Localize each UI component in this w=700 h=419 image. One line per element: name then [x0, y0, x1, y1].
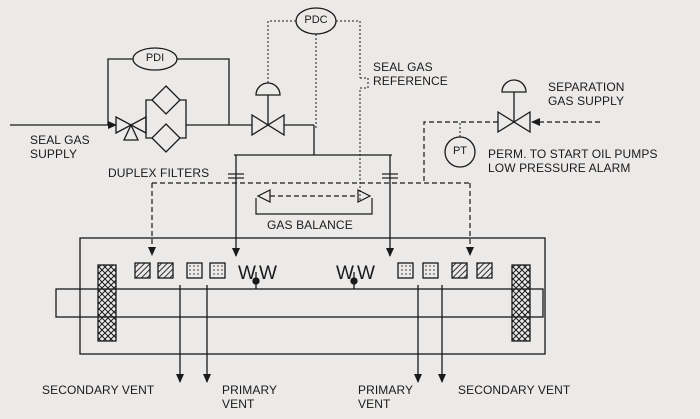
- seal-symbol-left-a: W: [238, 263, 256, 284]
- gas-balance-check-left: [256, 189, 271, 203]
- seal-ring-dotted-4: [422, 262, 439, 279]
- primary-vent-left-label: PRIMARY VENT: [222, 383, 278, 411]
- shaft: [55, 288, 544, 318]
- gas-balance-check-right: [357, 189, 372, 203]
- secondary-vent-left-label: SECONDARY VENT: [42, 383, 155, 397]
- seal-symbol-right-a: W: [336, 263, 354, 284]
- separation-gas-supply-label: SEPARATION GAS SUPPLY: [548, 80, 625, 108]
- seal-ring-dotted-1: [186, 262, 203, 279]
- bearing-left: [97, 264, 117, 342]
- gas-balance-label: GAS BALANCE: [267, 218, 353, 232]
- control-valve: [251, 82, 285, 137]
- seal-gas-reference-label: SEAL GAS REFERENCE: [373, 60, 448, 88]
- pdi-loop-line: [107, 58, 230, 125]
- three-way-valve: [115, 115, 147, 141]
- separation-gas-header: [423, 121, 498, 183]
- pdi-bubble: [132, 47, 178, 71]
- seal-housing: [79, 237, 546, 355]
- pdc-label: PDC: [304, 14, 328, 26]
- duplex-filter-lower: [151, 123, 181, 153]
- seal-ring-hatched-4: [476, 262, 493, 279]
- primary-vent-right-label: PRIMARY VENT: [358, 383, 414, 411]
- pdc-to-valve-signal: [267, 20, 296, 83]
- seal-ring-dotted-3: [397, 262, 414, 279]
- secondary-vent-right-label: SECONDARY VENT: [458, 383, 571, 397]
- gas-balance-line: [255, 198, 373, 215]
- seal-gas-supply-label: SEAL GAS SUPPLY: [30, 133, 90, 161]
- seal-ring-hatched-1: [134, 262, 151, 279]
- seal-gas-reference-signal: [336, 20, 369, 200]
- seal-symbol-left-b: W: [259, 263, 277, 284]
- separation-gas-valve: [497, 79, 531, 134]
- seal-dot-right: [350, 277, 358, 285]
- seal-ring-dotted-2: [209, 262, 226, 279]
- pt-label: PT: [452, 145, 468, 157]
- pdi-label: PDI: [145, 52, 165, 64]
- duplex-filter-upper: [151, 85, 181, 115]
- filter-piping: [145, 99, 229, 139]
- duplex-filters-label: DUPLEX FILTERS: [108, 166, 210, 180]
- bearing-right: [511, 264, 531, 342]
- seal-symbol-right-b: W: [357, 263, 375, 284]
- perm-to-start-label: PERM. TO START OIL PUMPS LOW PRESSURE AL…: [488, 147, 658, 175]
- seal-dot-left: [252, 277, 260, 285]
- distribution-header: [234, 125, 392, 245]
- seal-ring-hatched-2: [157, 262, 174, 279]
- seal-ring-hatched-3: [451, 262, 468, 279]
